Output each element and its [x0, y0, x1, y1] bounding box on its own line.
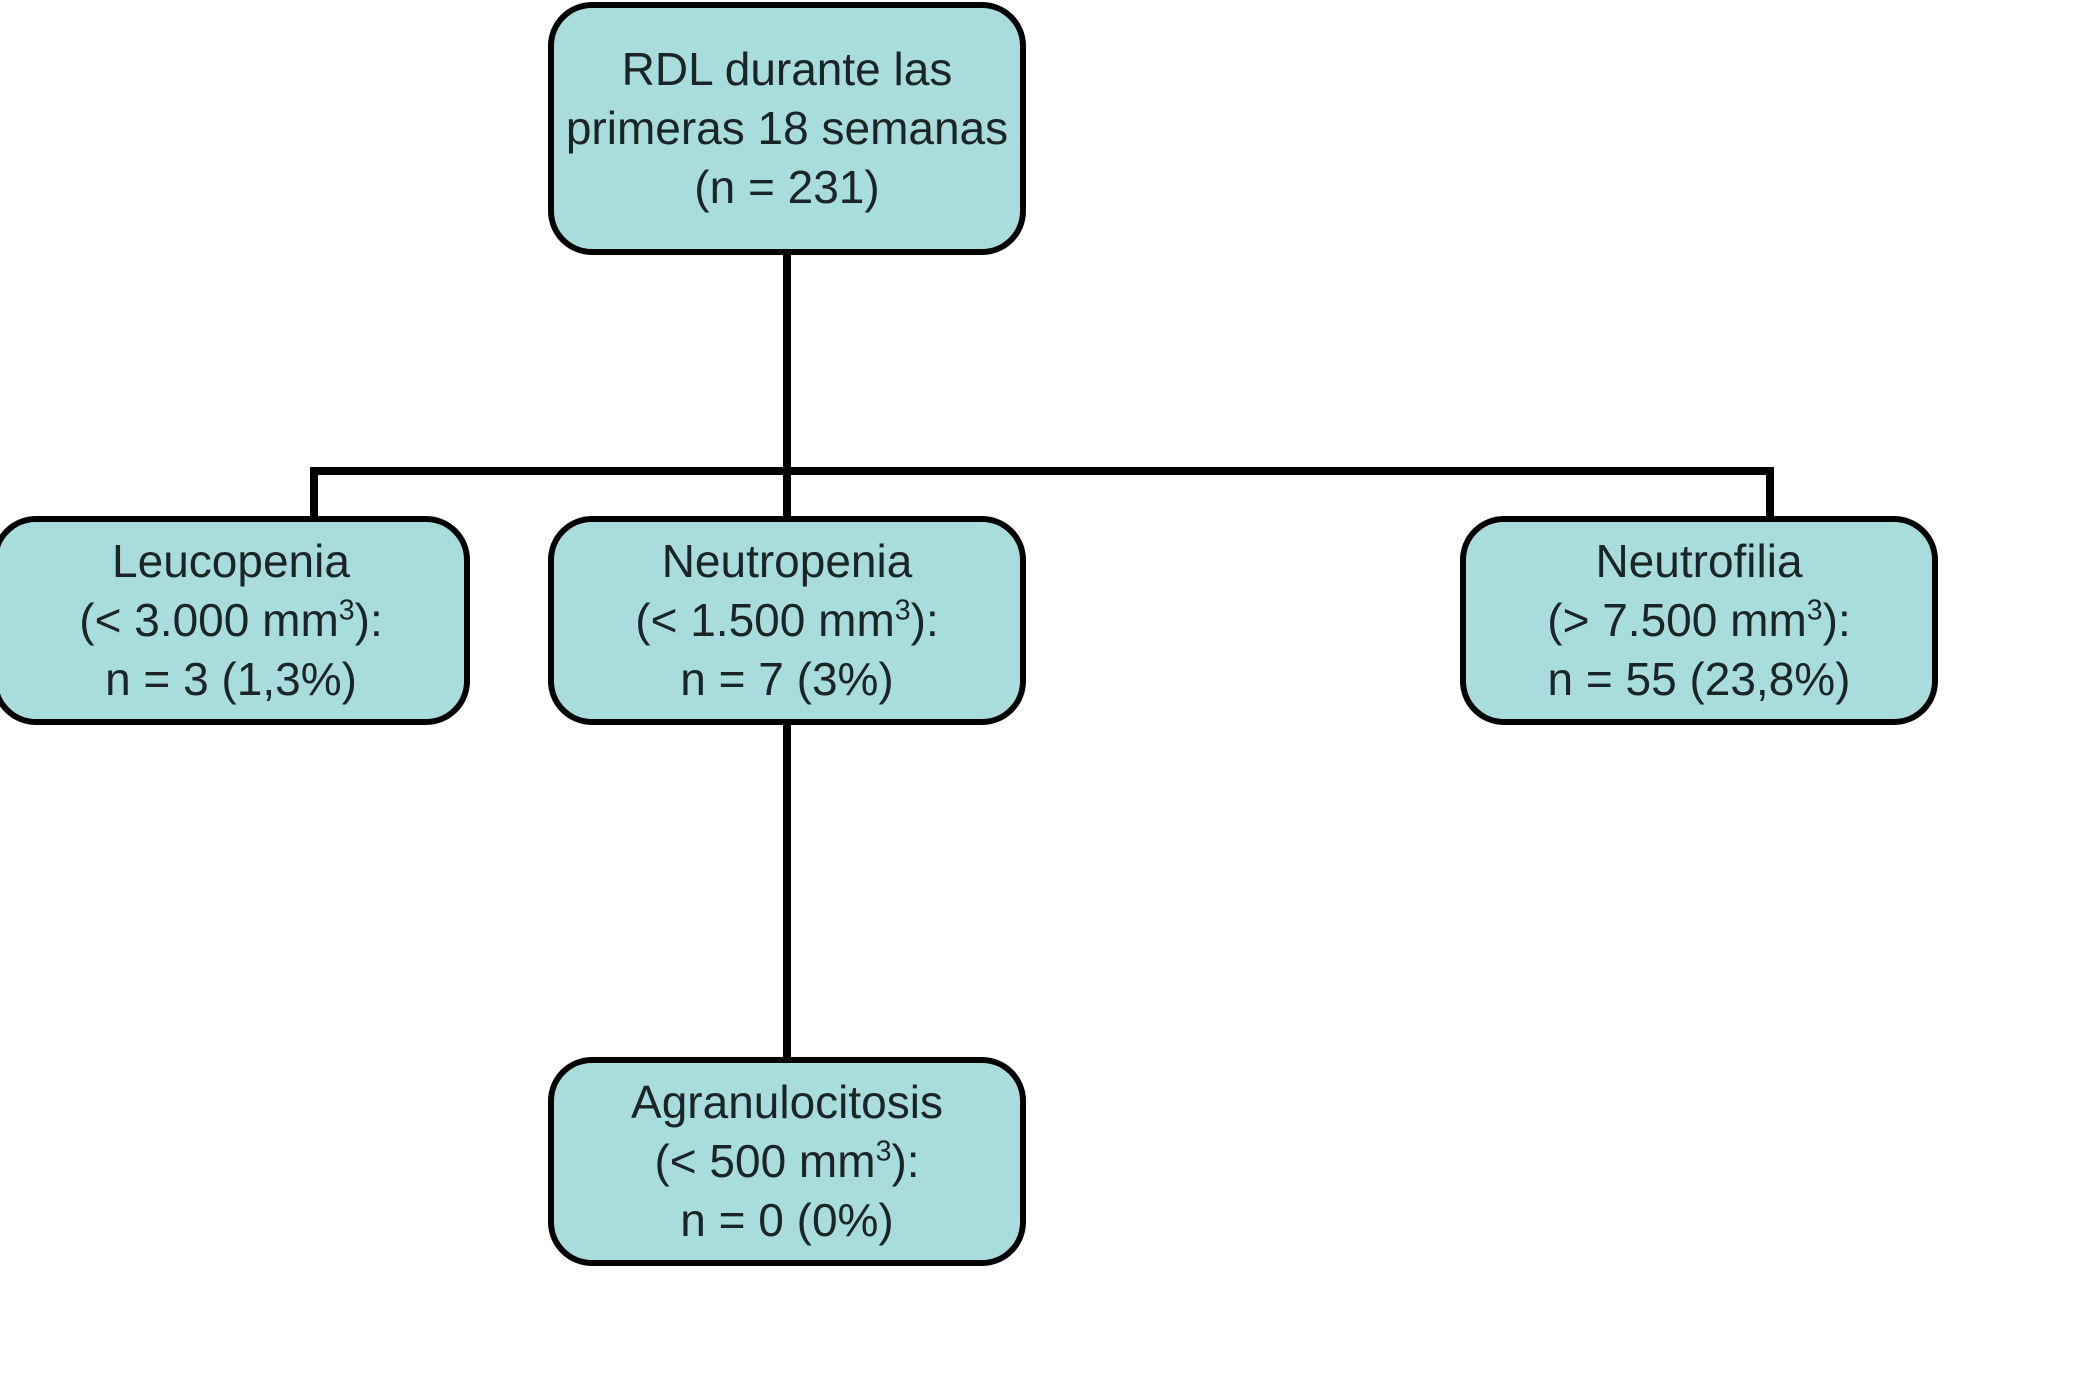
node-leucopenia-count: n = 3 (1,3%): [105, 652, 357, 705]
node-agranulocitosis-threshold-post: ):: [891, 1135, 920, 1188]
node-rdl-root[interactable]: RDL durante las primeras 18 semanas (n =…: [548, 2, 1026, 255]
connector-bus-to-neutrofilia: [1766, 467, 1774, 519]
node-neutropenia-count: n = 7 (3%): [680, 652, 894, 705]
node-agranulocitosis-label: Agranulocitosis: [631, 1076, 943, 1129]
node-agranulocitosis-threshold-pre: (< 500 mm: [654, 1135, 876, 1188]
node-leucopenia-threshold-post: ):: [354, 594, 383, 647]
connector-bus-to-neutropenia: [783, 467, 791, 519]
node-neutropenia[interactable]: Neutropenia (< 1.500 mm3): n = 7 (3%): [548, 516, 1026, 725]
connector-horizontal-bus: [310, 467, 1774, 475]
node-rdl-root-line2: primeras 18 semanas: [565, 102, 1009, 155]
node-neutrofilia-threshold: (> 7.500 mm3):: [1547, 591, 1850, 650]
connector-root-to-bus: [783, 255, 791, 474]
node-neutropenia-label: Neutropenia: [661, 535, 913, 588]
node-neutrofilia-threshold-pre: (> 7.500 mm: [1547, 594, 1807, 647]
node-leucopenia-threshold: (< 3.000 mm3):: [79, 591, 382, 650]
node-neutrofilia-label: Neutrofilia: [1595, 535, 1803, 588]
node-leucopenia-threshold-exponent: 3: [338, 594, 355, 627]
node-neutropenia-threshold-pre: (< 1.500 mm: [635, 594, 895, 647]
node-rdl-root-line1: RDL durante las: [621, 43, 953, 96]
node-leucopenia-label: Leucopenia: [112, 535, 350, 588]
node-neutrofilia-threshold-post: ):: [1822, 594, 1851, 647]
node-agranulocitosis-threshold-exponent: 3: [875, 1135, 892, 1168]
node-rdl-root-line3: (n = 231): [694, 160, 880, 213]
connector-bus-to-leucopenia: [310, 467, 318, 519]
node-neutropenia-threshold-post: ):: [910, 594, 939, 647]
node-neutropenia-threshold-exponent: 3: [894, 594, 911, 627]
node-agranulocitosis-threshold: (< 500 mm3):: [654, 1132, 919, 1191]
node-leucopenia[interactable]: Leucopenia (< 3.000 mm3): n = 3 (1,3%): [0, 516, 470, 725]
node-agranulocitosis-count: n = 0 (0%): [680, 1193, 894, 1246]
node-agranulocitosis[interactable]: Agranulocitosis (< 500 mm3): n = 0 (0%): [548, 1057, 1026, 1266]
node-neutropenia-threshold: (< 1.500 mm3):: [635, 591, 938, 650]
node-neutrofilia[interactable]: Neutrofilia (> 7.500 mm3): n = 55 (23,8%…: [1460, 516, 1938, 725]
node-leucopenia-threshold-pre: (< 3.000 mm: [79, 594, 339, 647]
connector-neutropenia-to-agranulocitosis: [783, 723, 791, 1060]
node-neutrofilia-count: n = 55 (23,8%): [1547, 652, 1851, 705]
node-neutrofilia-threshold-exponent: 3: [1806, 594, 1823, 627]
